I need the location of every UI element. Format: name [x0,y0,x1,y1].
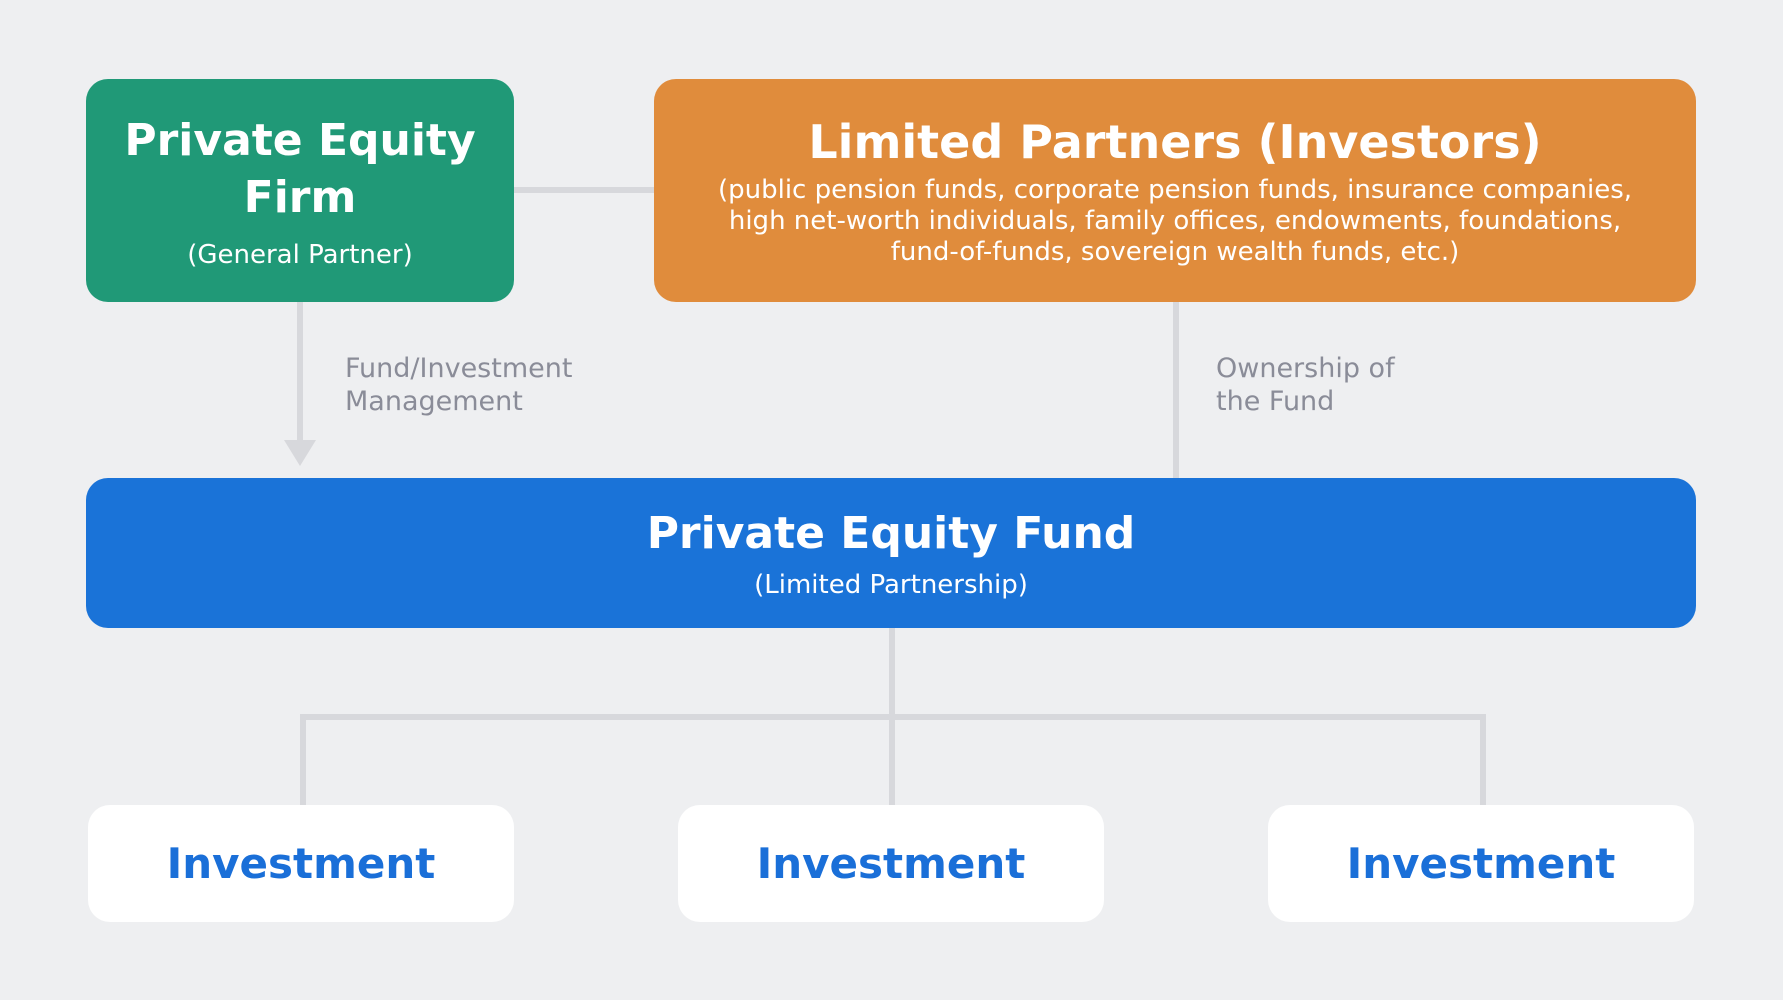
investment-node-1: Investment [88,805,514,922]
limited-partners-node: Limited Partners (Investors) (public pen… [654,79,1696,302]
fund-subtitle: (Limited Partnership) [754,570,1028,600]
investment-node-3: Investment [1268,805,1694,922]
ownership-edge-label: Ownership of the Fund [1216,353,1395,417]
investment-node-2: Investment [678,805,1104,922]
private-equity-fund-node: Private Equity Fund (Limited Partnership… [86,478,1696,628]
investment-branch-connector [300,714,1486,805]
management-arrowhead [284,440,316,466]
firm-title: Private Equity Firm [124,114,476,223]
limited-partners-description: (public pension funds, corporate pension… [717,175,1633,267]
private-equity-firm-node: Private Equity Firm (General Partner) [86,79,514,302]
firm-subtitle: (General Partner) [187,239,413,270]
management-edge-label: Fund/Investment Management [345,353,573,417]
limited-partners-title: Limited Partners (Investors) [808,115,1542,169]
fund-title: Private Equity Fund [646,508,1136,559]
